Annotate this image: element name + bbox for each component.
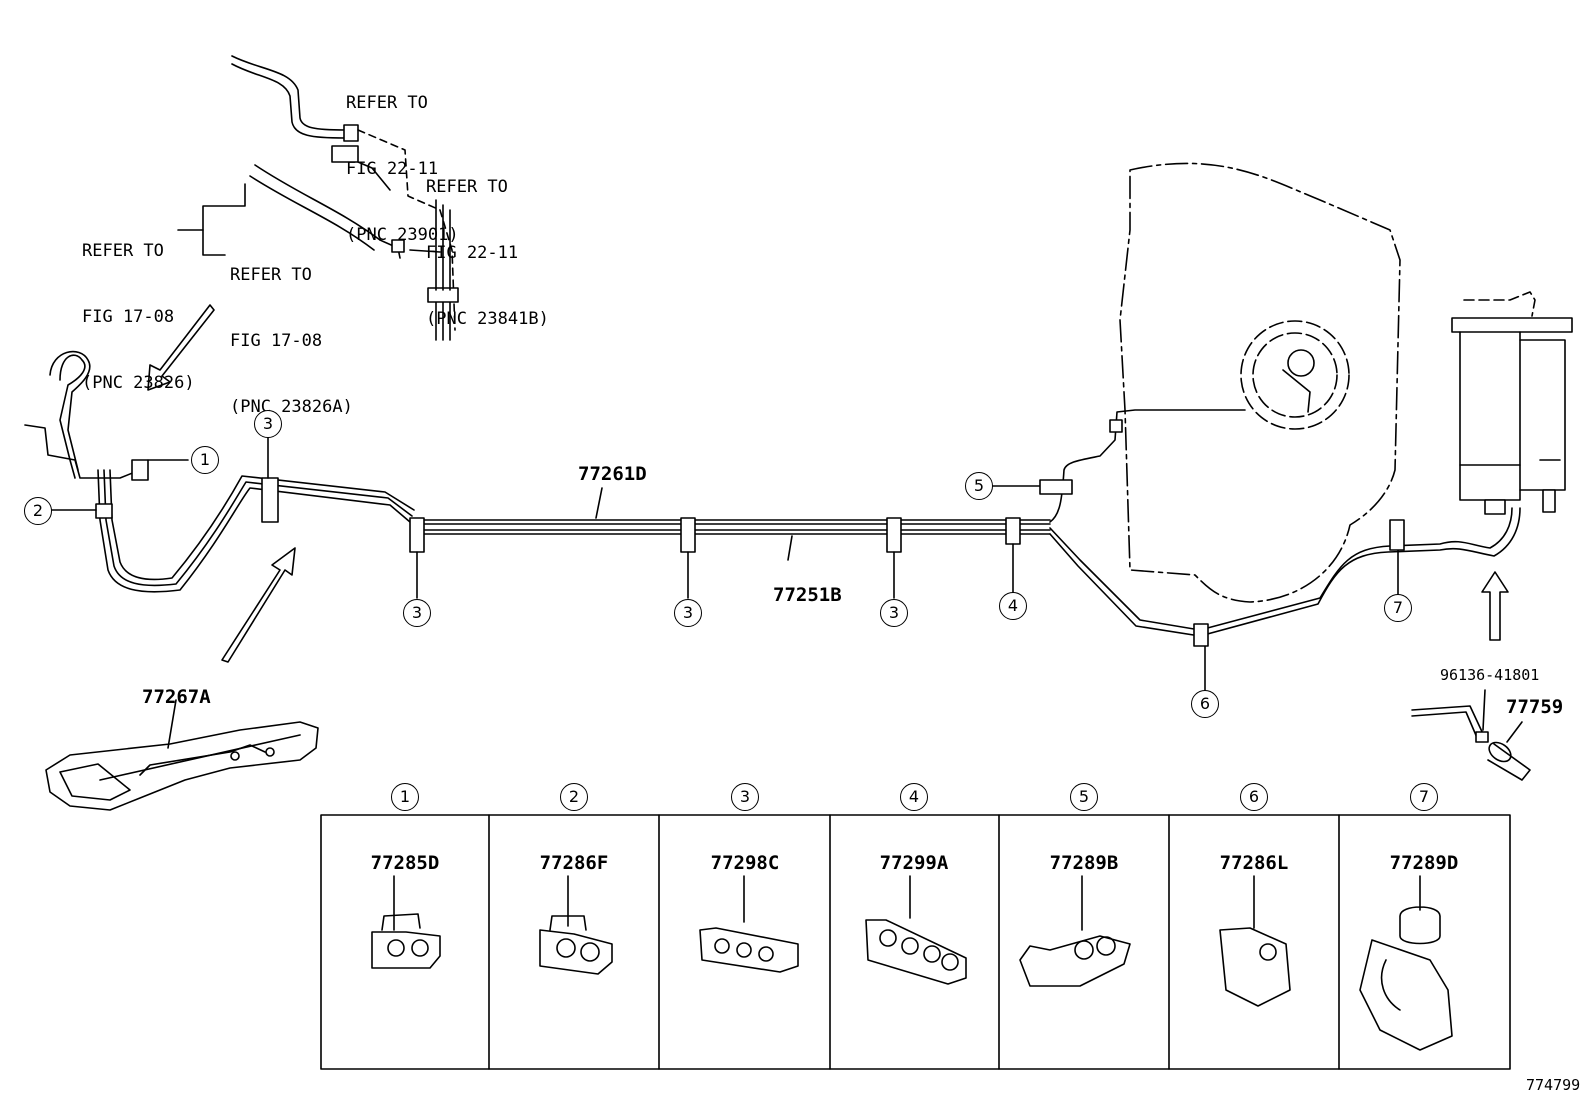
part-label-protector: 77267A: [142, 686, 211, 708]
table-part-5: 77289B: [1049, 852, 1119, 874]
ref-line: FIG 17-08: [82, 307, 175, 327]
callout-3-a: 3: [403, 599, 431, 627]
arrow-protector: [221, 547, 296, 663]
table-header-2: 2: [560, 783, 588, 811]
callout-7: 7: [1384, 594, 1412, 622]
fuel-line-right: [1039, 409, 1521, 647]
callout-1: 1: [191, 446, 219, 474]
part-label-tube-upper: 77261D: [578, 463, 647, 485]
ref-line: FIG 22-11: [346, 159, 439, 179]
main-tube-77251B: [411, 529, 1051, 535]
fuel-line-left: [24, 350, 415, 593]
table-header-7: 7: [1410, 783, 1438, 811]
table-part-1: 77285D: [370, 852, 440, 874]
clip-77286F-sketch: [539, 875, 613, 975]
reference-fig-17-08-a: REFER TO FIG 17-08 (PNC 23826): [82, 196, 195, 416]
table-header-5: 5: [1070, 783, 1098, 811]
clip-77298C-sketch: [699, 875, 799, 973]
clip-77289D-sketch: [1359, 875, 1453, 1051]
ref-line: REFER TO: [230, 265, 312, 285]
ref-line: REFER TO: [426, 177, 508, 197]
callout-3-c: 3: [880, 599, 908, 627]
reference-hose-lower: [249, 164, 459, 341]
clamp-4: [1005, 517, 1021, 545]
clamp-3-c: [886, 517, 902, 553]
figure-id: 774799: [1526, 1076, 1581, 1094]
charcoal-canister: [1451, 291, 1573, 515]
ref-line: (PNC 23841B): [426, 309, 549, 329]
table-part-2: 77286F: [539, 852, 609, 874]
protector-77267A: [45, 699, 319, 811]
ref-line: (PNC 23826A): [230, 397, 353, 417]
callout-2: 2: [24, 497, 52, 525]
table-part-6: 77286L: [1219, 852, 1289, 874]
table-header-3: 3: [731, 783, 759, 811]
part-label-clamp: 77759: [1506, 696, 1564, 718]
hose-96136-41801: [1411, 689, 1531, 781]
clamp-3-a: [409, 517, 425, 553]
reference-fig-22-11-a: REFER TO FIG 22-11 (PNC 23901): [346, 48, 459, 268]
clip-77285D-sketch: [371, 875, 441, 969]
clip-77286L-sketch: [1219, 875, 1291, 1007]
part-label-tube-lower: 77251B: [773, 584, 842, 606]
reference-fig-22-11-b: REFER TO FIG 22-11 (PNC 23841B): [426, 132, 549, 352]
callout-5: 5: [965, 472, 993, 500]
table-header-1: 1: [391, 783, 419, 811]
ref-line: (PNC 23826): [82, 373, 195, 393]
ref-line: FIG 22-11: [426, 243, 519, 263]
callout-6: 6: [1191, 690, 1219, 718]
table-part-4: 77299A: [879, 852, 949, 874]
reference-fig-17-08-b: REFER TO FIG 17-08 (PNC 23826A): [230, 220, 353, 440]
arrow-hose: [1481, 571, 1509, 641]
clamp-3-b: [680, 517, 696, 553]
fuel-pump-ring: [1240, 320, 1350, 430]
ref-line: FIG 17-08: [230, 331, 323, 351]
callout-4: 4: [999, 592, 1027, 620]
callout-3-b: 3: [674, 599, 702, 627]
part-label-hose: 96136-41801: [1440, 666, 1540, 684]
main-tube-77261D: [411, 519, 1051, 525]
table-part-3: 77298C: [710, 852, 780, 874]
ref-line: (PNC 23901): [346, 225, 459, 245]
reference-hose-upper: [231, 55, 456, 331]
table-header-6: 6: [1240, 783, 1268, 811]
ref-line: REFER TO: [82, 241, 164, 261]
callout-3-top: 3: [254, 410, 282, 438]
table-part-7: 77289D: [1389, 852, 1459, 874]
arrow-upper-left: [147, 304, 215, 391]
table-header-4: 4: [900, 783, 928, 811]
parts-table-grid: [320, 814, 1511, 1070]
fuel-tank-outline: [1119, 162, 1401, 603]
ref-line: REFER TO: [346, 93, 428, 113]
clip-77299A-sketch: [865, 875, 967, 985]
clip-77289B-sketch: [1019, 875, 1131, 987]
